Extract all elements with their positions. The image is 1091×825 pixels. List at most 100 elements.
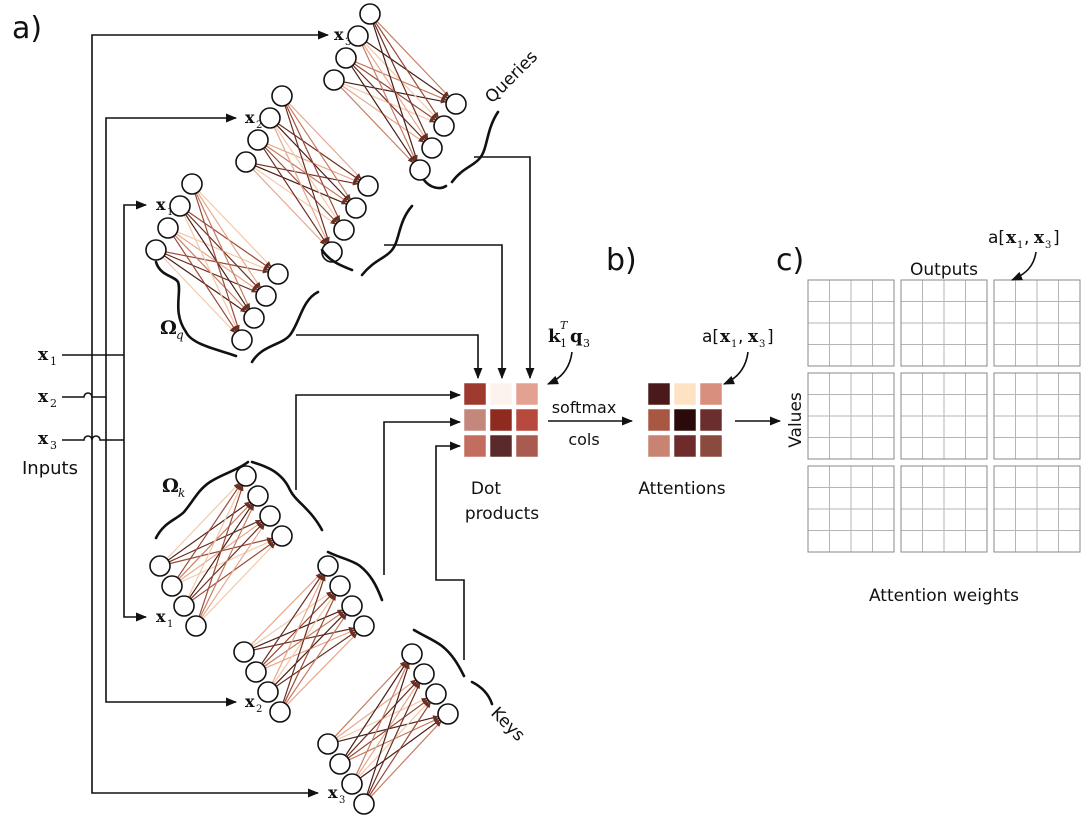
weight-cell xyxy=(1058,279,1081,302)
weight-cell xyxy=(850,279,873,302)
weight-cell xyxy=(807,301,830,324)
weight-cell xyxy=(993,487,1016,510)
query-output-node xyxy=(267,263,289,285)
key-input-node xyxy=(269,701,291,723)
attention-cell xyxy=(699,408,723,432)
attentions-matrix xyxy=(647,382,723,458)
query-weight-edge xyxy=(287,104,351,201)
weight-cell-diagonal xyxy=(872,344,895,367)
svg-text:Ω: Ω xyxy=(162,475,179,497)
query-output-node xyxy=(231,329,253,351)
attention-cell xyxy=(673,408,697,432)
weight-cell xyxy=(900,394,923,417)
dot-product-cell xyxy=(463,382,487,406)
weight-cell xyxy=(1036,394,1059,417)
query-output-node xyxy=(433,115,455,137)
dot-product-matrix xyxy=(463,382,539,458)
key-output-node xyxy=(317,555,339,577)
softmax-label: softmax xyxy=(552,398,617,417)
weight-cell-diagonal xyxy=(1058,344,1081,367)
key-network-1 xyxy=(233,555,375,723)
svg-text:a[: a[ xyxy=(702,327,719,347)
weight-block-frame xyxy=(900,372,988,460)
panel-label-c: c) xyxy=(776,243,804,278)
attention-cell xyxy=(647,434,671,458)
weight-cell xyxy=(829,372,852,395)
weight-cell-diagonal xyxy=(1036,415,1059,438)
weight-cell xyxy=(922,508,945,531)
weight-cell xyxy=(922,344,945,367)
query-input-node xyxy=(347,25,369,47)
query-network-2 xyxy=(323,3,467,181)
weight-cell-diagonal xyxy=(965,344,988,367)
query-weight-edge xyxy=(195,192,251,310)
weight-cell-diagonal xyxy=(1015,394,1038,417)
weight-cell xyxy=(807,437,830,460)
svg-text:1: 1 xyxy=(560,337,567,350)
query-input-node xyxy=(271,85,293,107)
svg-text:3: 3 xyxy=(345,37,351,48)
svg-text:x: x xyxy=(156,607,166,626)
weight-cell xyxy=(1058,465,1081,488)
query-weight-edge xyxy=(273,126,329,244)
query-weight-edge xyxy=(162,256,236,334)
weight-block-frame xyxy=(993,279,1081,367)
query-output-node xyxy=(409,159,431,181)
key-input-node xyxy=(149,555,171,577)
key-output-node xyxy=(247,485,269,507)
weight-cell xyxy=(829,465,852,488)
dot-product-cell xyxy=(463,408,487,432)
weight-cell xyxy=(1036,487,1059,510)
attention-cell xyxy=(647,382,671,406)
query-input-node xyxy=(157,217,179,239)
weight-cell xyxy=(922,322,945,345)
weight-cell xyxy=(993,344,1016,367)
values-label: Values xyxy=(786,392,806,448)
weight-block-frame xyxy=(900,279,988,367)
weight-cell xyxy=(1015,322,1038,345)
weight-cell xyxy=(807,530,830,553)
weight-cell xyxy=(900,508,923,531)
weight-cell-diagonal xyxy=(922,487,945,510)
svg-text:x: x xyxy=(1034,228,1045,248)
query-weight-edge xyxy=(373,22,429,140)
weight-cell xyxy=(1058,415,1081,438)
weight-cell-diagonal xyxy=(943,508,966,531)
input-x2: x 2 xyxy=(38,387,57,410)
query-input-node xyxy=(181,173,203,195)
keys-label: Keys xyxy=(486,703,528,745)
weight-cell-diagonal xyxy=(922,394,945,417)
dot-product-cell xyxy=(489,434,513,458)
weight-cell xyxy=(850,465,873,488)
attentions-annotation: a[ x 1 , x 3 ] xyxy=(702,327,774,350)
query-input-node xyxy=(335,47,357,69)
svg-text:,: , xyxy=(1024,228,1029,248)
key-braces xyxy=(154,460,494,706)
key-weight-edge xyxy=(286,632,358,706)
key-input-node xyxy=(233,641,255,663)
key-input-node xyxy=(317,733,339,755)
key-networks xyxy=(149,465,459,815)
weight-cell xyxy=(965,487,988,510)
attention-weights-title: Attention weights xyxy=(869,586,1019,606)
weight-cell xyxy=(900,415,923,438)
weight-cell xyxy=(1058,394,1081,417)
input-wires xyxy=(62,30,330,798)
attentions-label: Attentions xyxy=(638,479,725,499)
weight-cell xyxy=(993,322,1016,345)
weight-cell xyxy=(965,279,988,302)
key-weight-edge xyxy=(355,662,409,776)
key-output-node xyxy=(271,525,293,547)
weight-cell-diagonal xyxy=(829,394,852,417)
weight-block-frame xyxy=(807,372,895,460)
query-weight-edge xyxy=(351,66,415,163)
weight-cell xyxy=(807,487,830,510)
weight-block xyxy=(993,372,1081,460)
weight-cell xyxy=(829,530,852,553)
query-input-node xyxy=(259,107,281,129)
weight-cell xyxy=(850,437,873,460)
attentions-annotation-arrow xyxy=(722,351,749,385)
weight-cell-diagonal xyxy=(965,530,988,553)
svg-text:1: 1 xyxy=(1017,240,1023,251)
weight-block xyxy=(993,465,1081,553)
